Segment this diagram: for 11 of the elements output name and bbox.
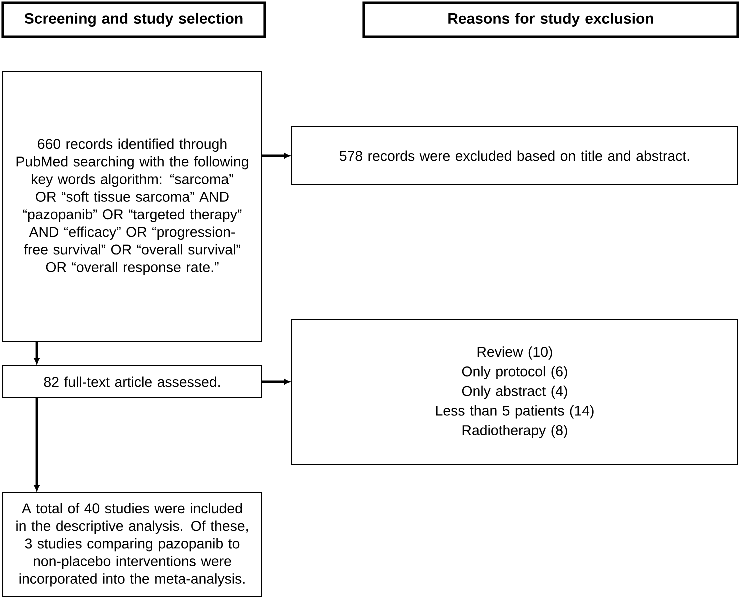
arrow (34, 342, 40, 364)
header-box: Screening and study selection (2, 2, 266, 38)
process-box: 82 full-text article assessed. (2, 366, 262, 398)
process-box: Review (10) Only protocol (6) Only abstract (4) Less than 5 patients (14) Radiotherapy (8) (292, 320, 738, 466)
header-box: Reasons for study exclusion (362, 2, 740, 38)
process-box: A total of 40 studies were included in the descriptive analysis. Of these, 3 studies comparing pazopanib to non-placebo interventions were incorporated into the meta-analysis. (2, 492, 262, 598)
arrow (34, 398, 40, 491)
arrow (262, 153, 290, 159)
process-box: 660 records identified through PubMed searching with the following key words algorithm: “sarcoma” OR “soft tissue sarcoma” AND “pazopanib” OR “targeted therapy” AND “efficacy” OR “progression-free survival” OR “overall survival” OR “overall response rate.” (2, 72, 262, 342)
process-box: 578 records were excluded based on title and abstract. (292, 126, 738, 186)
arrow (262, 379, 290, 385)
